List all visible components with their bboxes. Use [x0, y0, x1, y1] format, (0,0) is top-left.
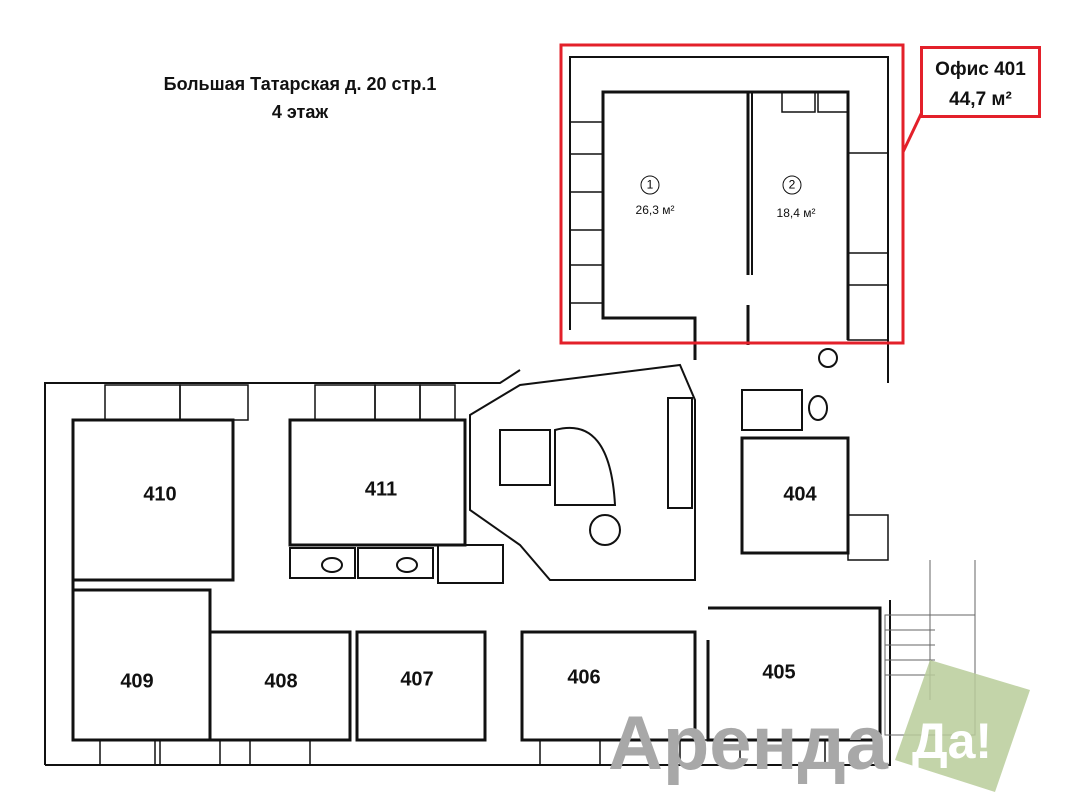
room-2-marker: 2: [782, 175, 802, 195]
watermark-suffix: Да!: [912, 713, 993, 769]
room-407: 407: [400, 668, 434, 691]
room-405: 405: [762, 661, 796, 684]
address: Большая Татарская д. 20 стр.1: [163, 74, 437, 94]
room-2-area: 18,4 м²: [776, 206, 816, 220]
room-409: 409: [120, 670, 154, 693]
office-highlight-frame: [559, 43, 905, 345]
building-title: Большая Татарская д. 20 стр.1 4 этаж: [100, 70, 500, 126]
watermark-text: Аренда: [608, 701, 888, 786]
office-area: 44,7 м²: [949, 89, 1012, 110]
watermark-badge: [895, 660, 1030, 792]
office-name: Офис 401: [935, 59, 1026, 80]
room-1-marker: 1: [640, 175, 660, 195]
room-408: 408: [264, 670, 298, 693]
room-410: 410: [143, 483, 177, 506]
room-1-area: 26,3 м²: [635, 203, 675, 217]
room-406: 406: [567, 666, 601, 689]
floor-label: 4 этаж: [271, 102, 329, 122]
room-411: 411: [364, 478, 398, 501]
room-404: 404: [783, 483, 817, 506]
office-label: Офис 401 44,7 м²: [920, 46, 1041, 118]
office-callout-line: [901, 111, 924, 153]
